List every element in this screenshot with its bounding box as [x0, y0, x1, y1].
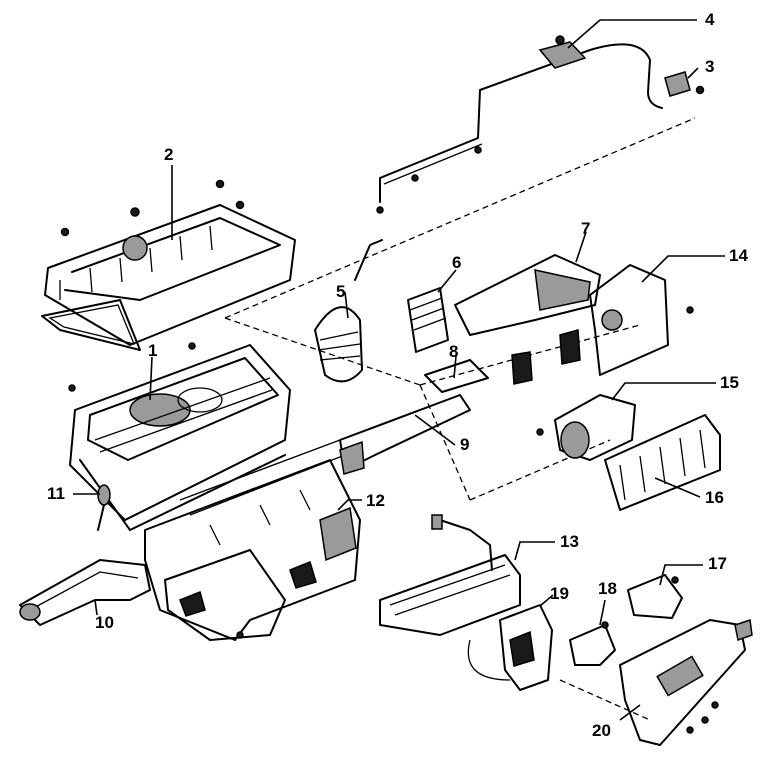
callout-20: 20 — [592, 721, 611, 740]
callout-14: 14 — [729, 246, 748, 265]
callout-16: 16 — [705, 488, 724, 507]
part-8-plate — [424, 329, 581, 393]
callout-1: 1 — [148, 341, 158, 360]
callout-18: 18 — [598, 579, 617, 598]
callout-11: 11 — [47, 484, 65, 503]
callout-4: 4 — [705, 10, 715, 29]
callout-19: 19 — [550, 584, 569, 603]
part-11-grommet — [97, 484, 111, 531]
part-10-lower-duct — [19, 559, 151, 626]
part-6-vent — [407, 287, 449, 353]
part-7-upper-duct — [454, 254, 601, 336]
part-3-clip — [664, 71, 705, 97]
part-13-heater-core — [379, 514, 521, 636]
callout-17: 17 — [708, 554, 727, 573]
callout-6: 6 — [452, 253, 462, 272]
part-9-center-duct — [339, 394, 471, 475]
part-14-bracket — [589, 264, 694, 376]
part-20-control-panel — [619, 619, 753, 746]
callout-2: 2 — [164, 145, 174, 164]
callout-12: 12 — [366, 491, 385, 510]
callout-10: 10 — [95, 613, 114, 632]
callout-13: 13 — [560, 532, 579, 551]
part-5-flex-duct — [314, 239, 383, 383]
part-1-case-cover — [68, 342, 291, 531]
callout-8: 8 — [449, 342, 459, 361]
part-17-switch — [627, 574, 683, 619]
part-16-grille — [604, 414, 721, 511]
part-4-cable-assembly — [376, 35, 663, 214]
callout-3: 3 — [705, 57, 715, 76]
callout-9: 9 — [460, 435, 470, 454]
part-12-main-housing — [144, 439, 361, 641]
dashed-alignment-lines — [224, 117, 696, 721]
leader-lines — [73, 19, 725, 721]
part-19-actuator — [467, 604, 553, 691]
part-18-resistor — [569, 621, 616, 666]
callout-7: 7 — [581, 219, 591, 238]
part-15-blower-motor — [536, 394, 636, 461]
callout-15: 15 — [720, 373, 739, 392]
part-2-upper-frame — [41, 179, 296, 351]
callout-5: 5 — [336, 282, 346, 301]
